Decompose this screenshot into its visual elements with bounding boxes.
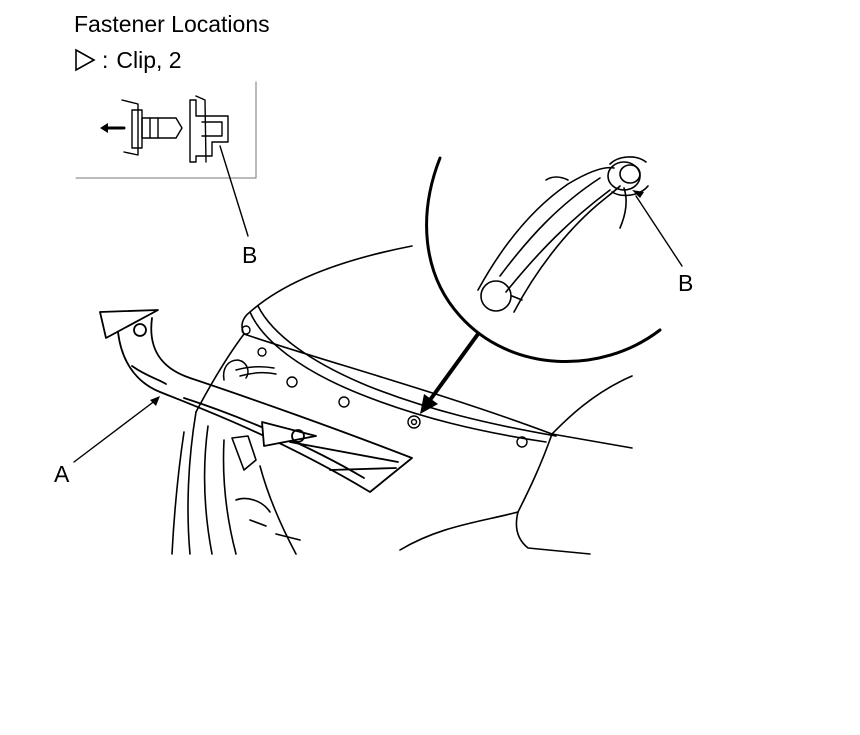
harness-connector [222, 359, 277, 381]
clip-triangle-icon [75, 48, 96, 72]
legend-text: Clip, 2 [116, 47, 182, 73]
molding-holes [241, 325, 528, 448]
leader-b-detail [635, 195, 683, 267]
trim-tool-drawing [477, 156, 649, 313]
trunk-body-outline [171, 245, 633, 555]
part-a-garnish [117, 317, 413, 493]
page-title: Fastener Locations [74, 11, 270, 37]
clip-marker-2 [261, 421, 317, 447]
callout-b-inset: B [242, 242, 258, 268]
clip-marker-1 [99, 309, 159, 339]
legend: : Clip, 2 [74, 46, 182, 74]
callout-a: A [54, 461, 70, 487]
clip-inset-drawing [100, 95, 229, 163]
detail-pointer-arrow [420, 332, 480, 414]
clip-inset-frame [75, 81, 257, 179]
detail-circle [425, 156, 662, 363]
leader-a [73, 399, 157, 463]
legend-separator: : [102, 47, 109, 73]
callout-b-detail: B [678, 270, 694, 296]
leader-b-inset [219, 145, 249, 237]
